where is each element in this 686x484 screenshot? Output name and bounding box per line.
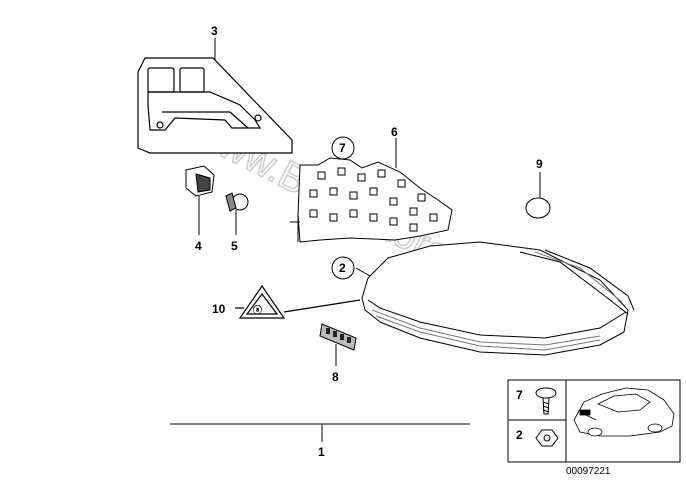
nut-icon bbox=[535, 429, 559, 447]
callout-2-circle bbox=[331, 256, 355, 280]
callout-10: 10 bbox=[212, 302, 226, 316]
car-silhouette-icon bbox=[573, 387, 675, 437]
inset-part-number: 00097221 bbox=[566, 466, 611, 477]
callouts: 3 7 6 9 4 5 2 10 8 1 bbox=[195, 24, 543, 459]
callout-7-circle bbox=[331, 136, 355, 160]
part-2-tail-light[interactable] bbox=[355, 241, 635, 356]
callout-3: 3 bbox=[211, 24, 218, 38]
callout-6: 6 bbox=[391, 125, 398, 139]
part-4-bulb-socket[interactable] bbox=[185, 165, 215, 235]
svg-text:ⓐ: ⓐ bbox=[253, 304, 262, 315]
callout-7: 7 bbox=[339, 141, 346, 155]
inset-row-2-label: 2 bbox=[516, 428, 523, 442]
part-5-bulb[interactable] bbox=[225, 192, 249, 235]
callout-9: 9 bbox=[536, 157, 543, 171]
part-9-seal-ring[interactable] bbox=[525, 172, 551, 219]
inset-panel: 7 2 bbox=[507, 379, 681, 463]
callout-4: 4 bbox=[195, 239, 202, 253]
leader-lines bbox=[170, 38, 470, 442]
part-6-bulb-carrier[interactable] bbox=[290, 138, 453, 243]
part-8-label-plate[interactable] bbox=[319, 323, 357, 366]
callout-5: 5 bbox=[231, 239, 238, 253]
inset-row-7-label: 7 bbox=[516, 388, 523, 402]
callout-8: 8 bbox=[332, 370, 339, 384]
part-10-warning-sticker[interactable]: ⓐ bbox=[235, 284, 361, 319]
part-3-gasket[interactable] bbox=[137, 57, 293, 154]
callout-1: 1 bbox=[318, 445, 325, 459]
screw-icon bbox=[535, 387, 557, 415]
callout-2: 2 bbox=[339, 261, 346, 275]
